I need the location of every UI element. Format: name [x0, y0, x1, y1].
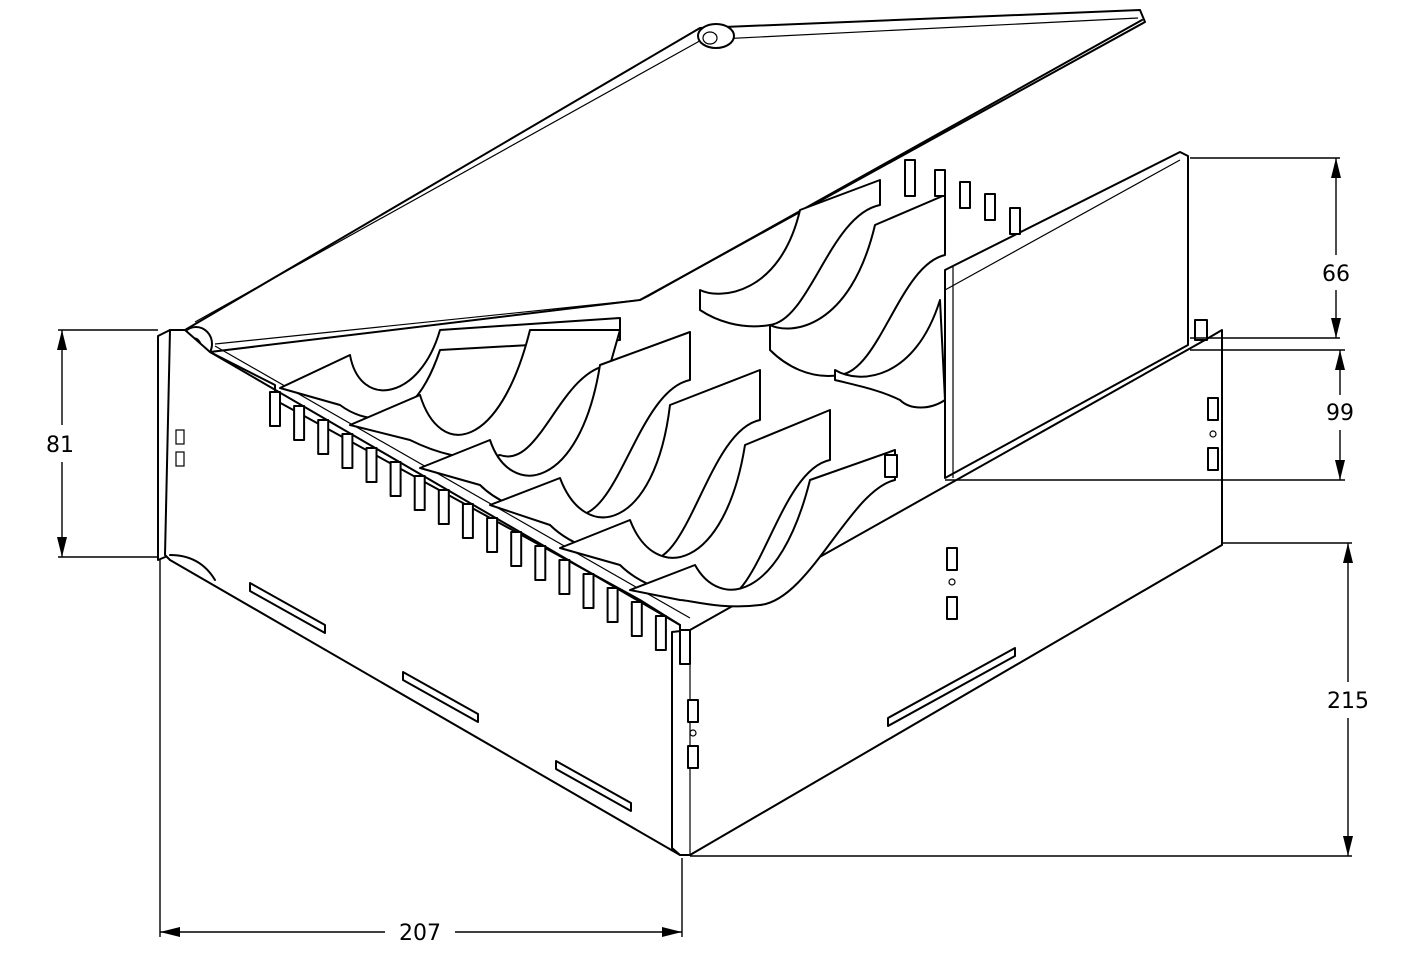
- divider-tab: [269, 391, 281, 427]
- divider-tab: [317, 419, 330, 455]
- divider-tab: [582, 573, 595, 609]
- divider-tab: [558, 559, 571, 595]
- left-side-panel: [157, 329, 681, 856]
- divider-tab: [437, 489, 450, 525]
- divider-tab: [461, 503, 474, 539]
- dimension-207: 207: [159, 560, 683, 946]
- divider-tab: [510, 531, 523, 567]
- dimension-label-215: 215: [1327, 689, 1369, 714]
- divider-tab: [365, 447, 378, 483]
- dimension-label-66: 66: [1322, 262, 1350, 287]
- left-panel-slots: [249, 582, 632, 812]
- dimension-label-81: 81: [46, 433, 74, 458]
- cradle-dividers: [279, 179, 946, 608]
- divider-tab: [341, 433, 354, 469]
- raised-back-panel: [944, 151, 1189, 479]
- dimension-label-207: 207: [399, 921, 441, 946]
- dimension-215: 215: [690, 542, 1369, 857]
- dimension-66: 66: [1190, 157, 1350, 339]
- dimension-81: 81: [46, 329, 158, 558]
- front-panel: [671, 329, 1223, 856]
- lid: [179, 9, 1146, 362]
- divider-tab: [293, 405, 306, 441]
- dimension-99: 99: [945, 349, 1354, 481]
- divider-tab: [389, 461, 402, 497]
- divider-tab: [679, 629, 691, 665]
- back-tabs: [884, 159, 1208, 478]
- divider-tab: [534, 545, 547, 581]
- divider-tabs: [269, 391, 691, 665]
- divider-tab: [413, 475, 426, 511]
- divider-tab: [654, 615, 667, 651]
- divider-tab: [606, 587, 619, 623]
- divider-tab: [630, 601, 643, 637]
- divider-tab: [486, 517, 499, 553]
- dimension-label-99: 99: [1326, 401, 1354, 426]
